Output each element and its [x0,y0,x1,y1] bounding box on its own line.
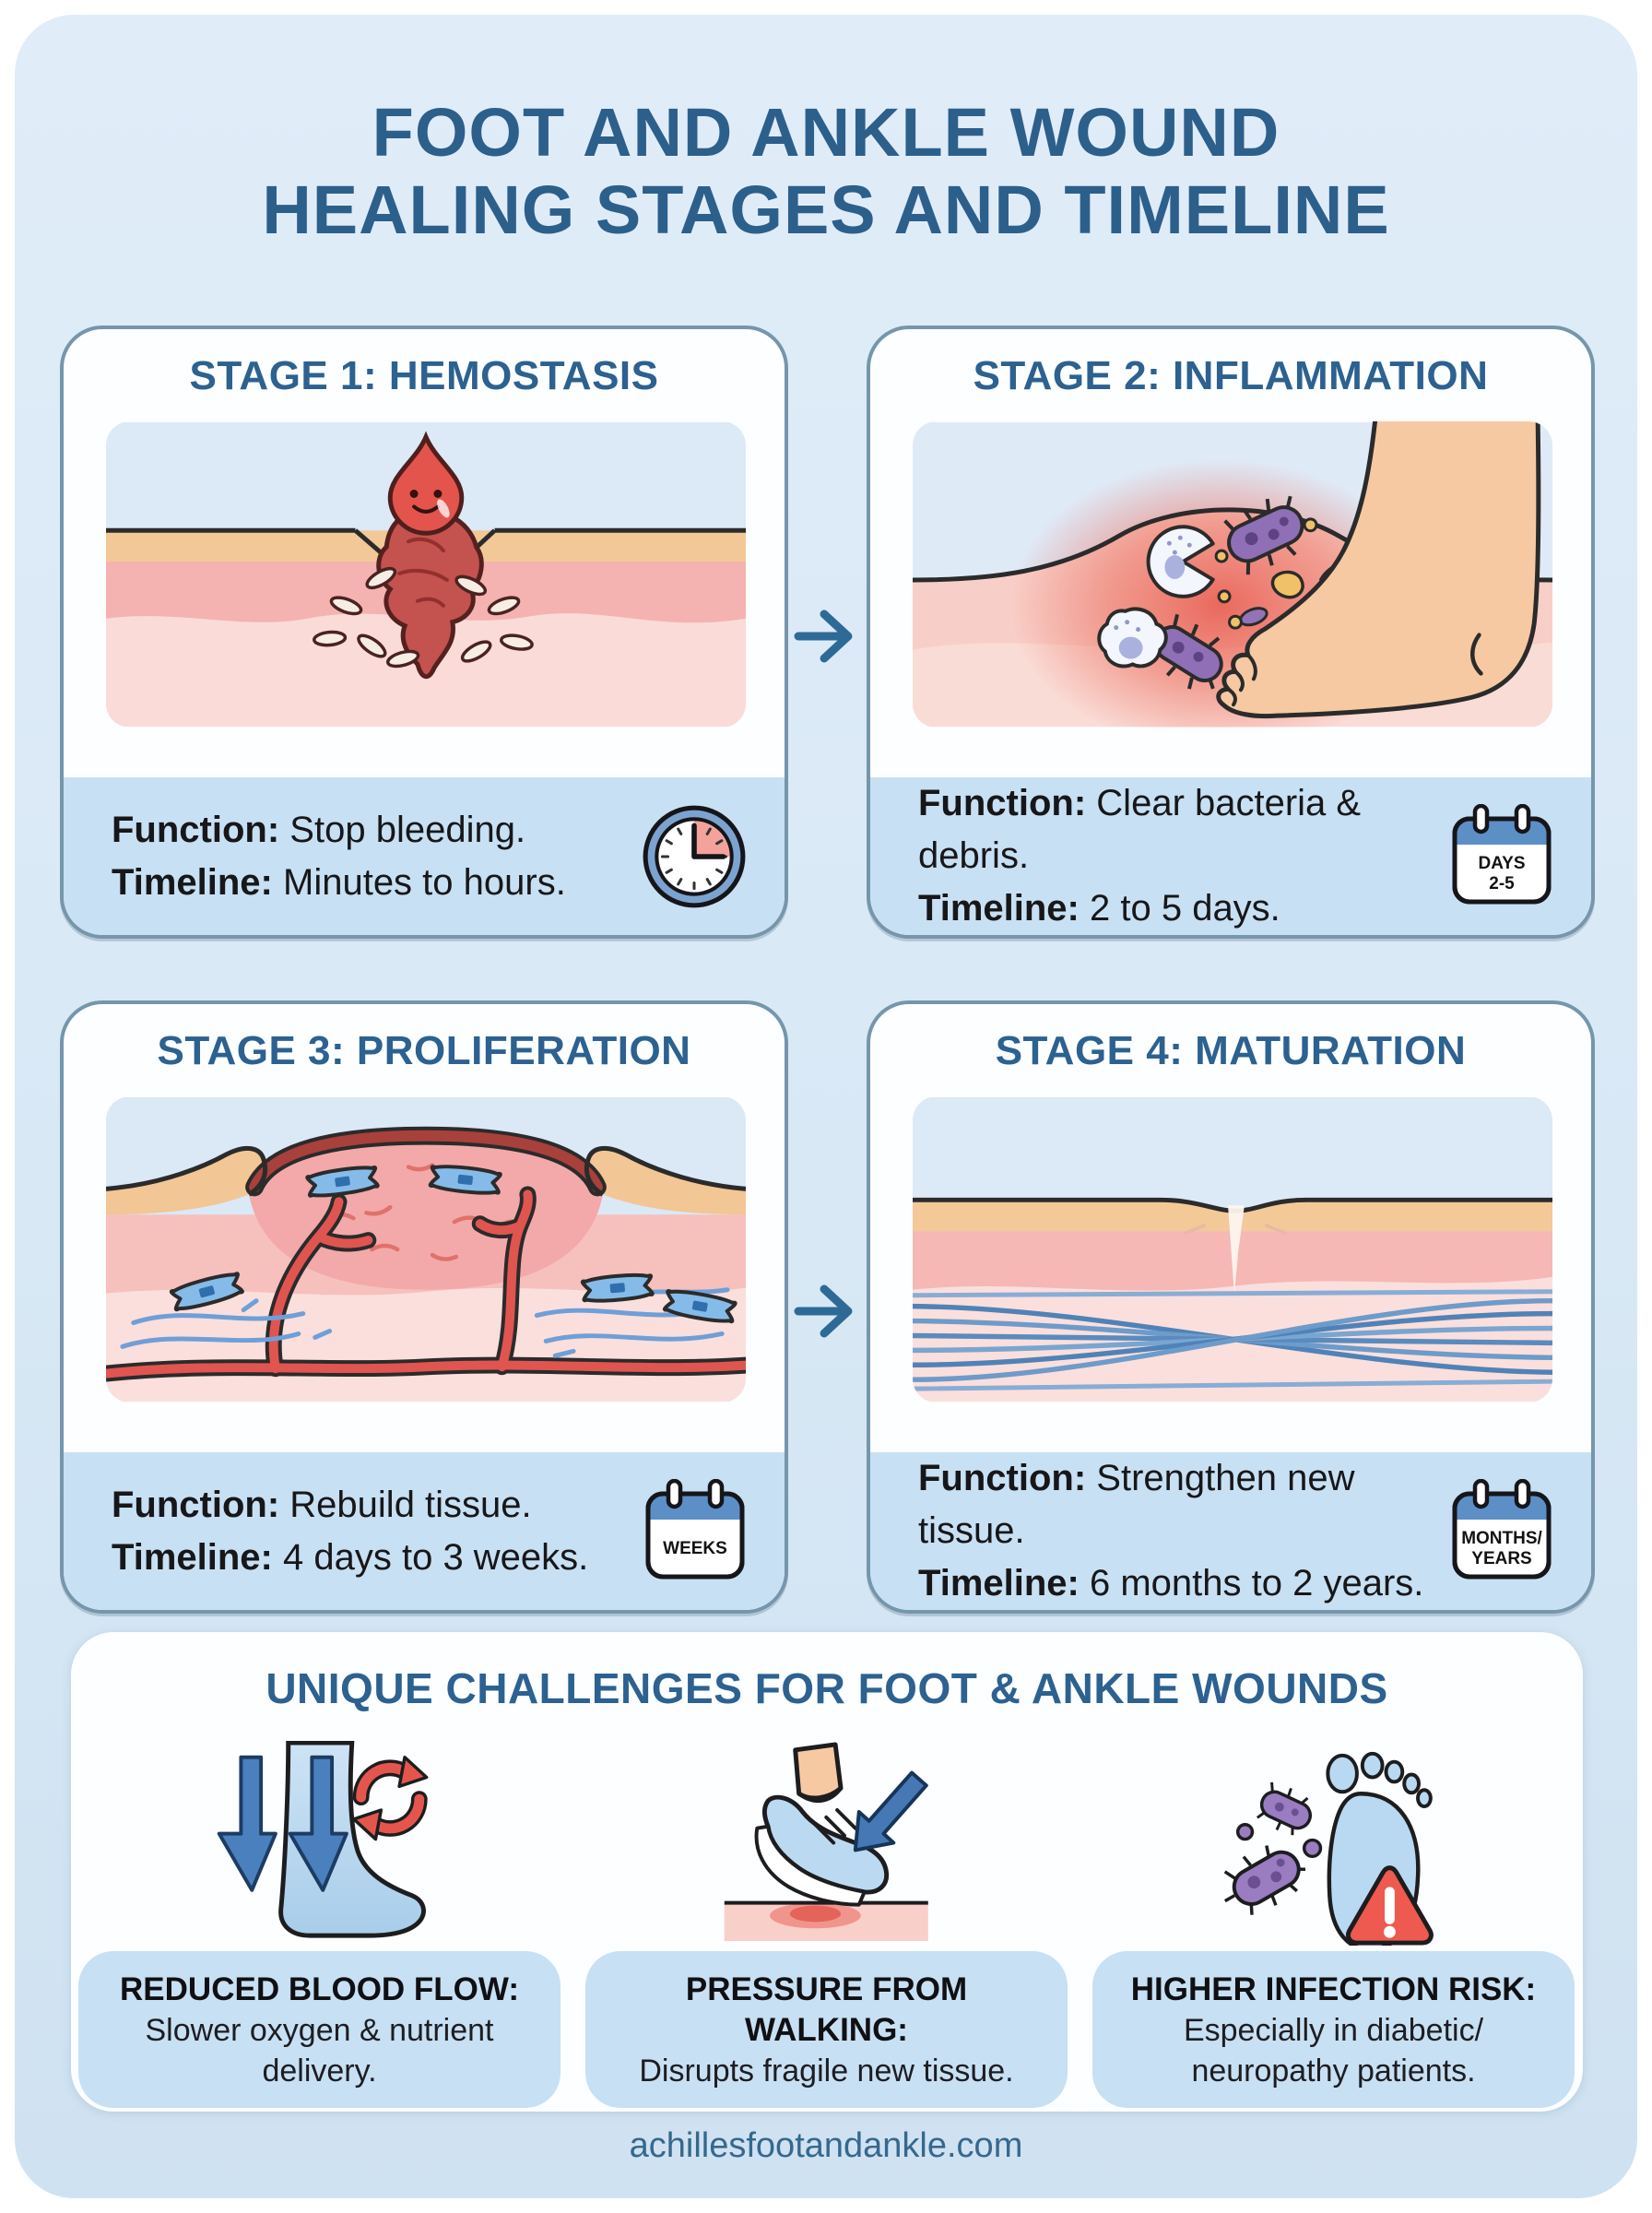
inflammation-art [913,421,1552,728]
challenges-panel: UNIQUE CHALLENGES FOR FOOT & ANKLE WOUND… [71,1632,1583,2112]
calendar-line2: 2-5 [1489,873,1515,893]
stage-3-info-text: Function: Rebuild tissue. Timeline: 4 da… [112,1479,626,1584]
stage-1-info-text: Function: Stop bleeding. Timeline: Minut… [112,804,624,909]
maturation-illustration [913,1096,1552,1402]
timeline-label: Timeline: [112,1536,273,1578]
challenge-body: Disrupts fragile new tissue. [639,2053,1014,2089]
stage-4-info-text: Function: Strengthen new tissue. Timelin… [918,1452,1433,1610]
calendar-line1: DAYS [1478,853,1526,873]
challenge-body: Slower oxygen & nutrient delivery. [145,2013,494,2089]
stage-card-1: STAGE 1: HEMOSTASIS [60,325,788,939]
challenge-heading: PRESSURE FROM WALKING: [685,1971,968,2048]
function-label: Function: [112,809,280,850]
stage-card-3: STAGE 3: PROLIFERATION [60,1000,788,1614]
stage-2-title: STAGE 2: INFLAMMATION [973,353,1489,398]
challenge-heading: HIGHER INFECTION RISK: [1130,1971,1537,2007]
timeline-label: Timeline: [112,861,273,903]
timeline-text: 6 months to 2 years. [1090,1563,1424,1604]
shoe-pressure-icon [585,1739,1068,1947]
timeline-label: Timeline: [918,1563,1080,1604]
proliferation-art [106,1096,746,1402]
function-text: Strengthen new tissue. [918,1458,1355,1551]
calendar-icon: DAYS 2-5 [1447,803,1556,909]
flow-arrow-icon [791,1274,865,1348]
function-text: Stop bleeding. [289,809,526,850]
stage-2-info-strip: Function: Clear bacteria & debris. Timel… [870,777,1591,935]
inflammation-illustration [913,421,1552,728]
calendar-text: WEEKS [648,1520,742,1579]
function-text: Clear bacteria & debris. [918,783,1362,876]
challenge-box: REDUCED BLOOD FLOW: Slower oxygen & nutr… [78,1951,560,2108]
challenges-boxes-row: REDUCED BLOOD FLOW: Slower oxygen & nutr… [78,1951,1575,2108]
function-text: Rebuild tissue. [289,1484,532,1525]
challenge-box: PRESSURE FROM WALKING: Disrupts fragile … [585,1951,1068,2108]
stage-1-title: STAGE 1: HEMOSTASIS [189,353,659,398]
ankle-arrows-icon [78,1739,560,1947]
calendar-text: MONTHS/ YEARS [1455,1520,1549,1579]
page-title-line2: HEALING STAGES AND TIMELINE [262,171,1390,248]
maturation-art [913,1096,1552,1402]
footer-url: achillesfootandankle.com [629,2126,1023,2165]
stage-2-info-text: Function: Clear bacteria & debris. Timel… [918,777,1433,935]
timeline-text: Minutes to hours. [283,861,566,903]
stage-4-info-strip: Function: Strengthen new tissue. Timelin… [870,1452,1591,1610]
challenge-body: Especially in diabetic/ neuropathy patie… [1183,2013,1484,2089]
calendar-line1: WEEKS [663,1538,727,1558]
flow-arrow-icon [791,599,865,673]
function-label: Function: [112,1484,280,1525]
challenge-heading: REDUCED BLOOD FLOW: [120,1971,519,2007]
stage-card-4: STAGE 4: MATURATION [867,1000,1595,1614]
calendar-icon: MONTHS/ YEARS [1447,1478,1556,1584]
page-title: FOOT AND ANKLE WOUND HEALING STAGES AND … [0,94,1652,249]
stage-1-info-strip: Function: Stop bleeding. Timeline: Minut… [64,777,785,935]
timeline-text: 4 days to 3 weeks. [283,1536,589,1578]
stage-3-info-strip: Function: Rebuild tissue. Timeline: 4 da… [64,1452,785,1610]
function-label: Function: [918,1458,1087,1498]
footprint-infection-icon [1092,1739,1575,1947]
calendar-line2: YEARS [1471,1548,1532,1568]
challenges-title: UNIQUE CHALLENGES FOR FOOT & ANKLE WOUND… [266,1664,1388,1712]
stage-3-title: STAGE 3: PROLIFERATION [157,1028,691,1073]
page-title-line1: FOOT AND ANKLE WOUND [372,93,1280,171]
timeline-text: 2 to 5 days. [1090,888,1280,929]
challenge-box: HIGHER INFECTION RISK: Especially in dia… [1092,1951,1575,2108]
calendar-icon: WEEKS [641,1478,749,1584]
hemostasis-art [106,421,746,728]
stage-4-title: STAGE 4: MATURATION [995,1028,1467,1073]
proliferation-illustration [106,1096,746,1402]
timeline-label: Timeline: [918,888,1080,929]
hemostasis-illustration [106,421,746,728]
stage-card-2: STAGE 2: INFLAMMATION [867,325,1595,939]
challenges-icons-row [78,1739,1575,1947]
function-label: Function: [918,783,1087,823]
clock-icon [639,801,749,912]
calendar-text: DAYS 2-5 [1455,845,1549,904]
calendar-line1: MONTHS/ [1461,1528,1542,1548]
